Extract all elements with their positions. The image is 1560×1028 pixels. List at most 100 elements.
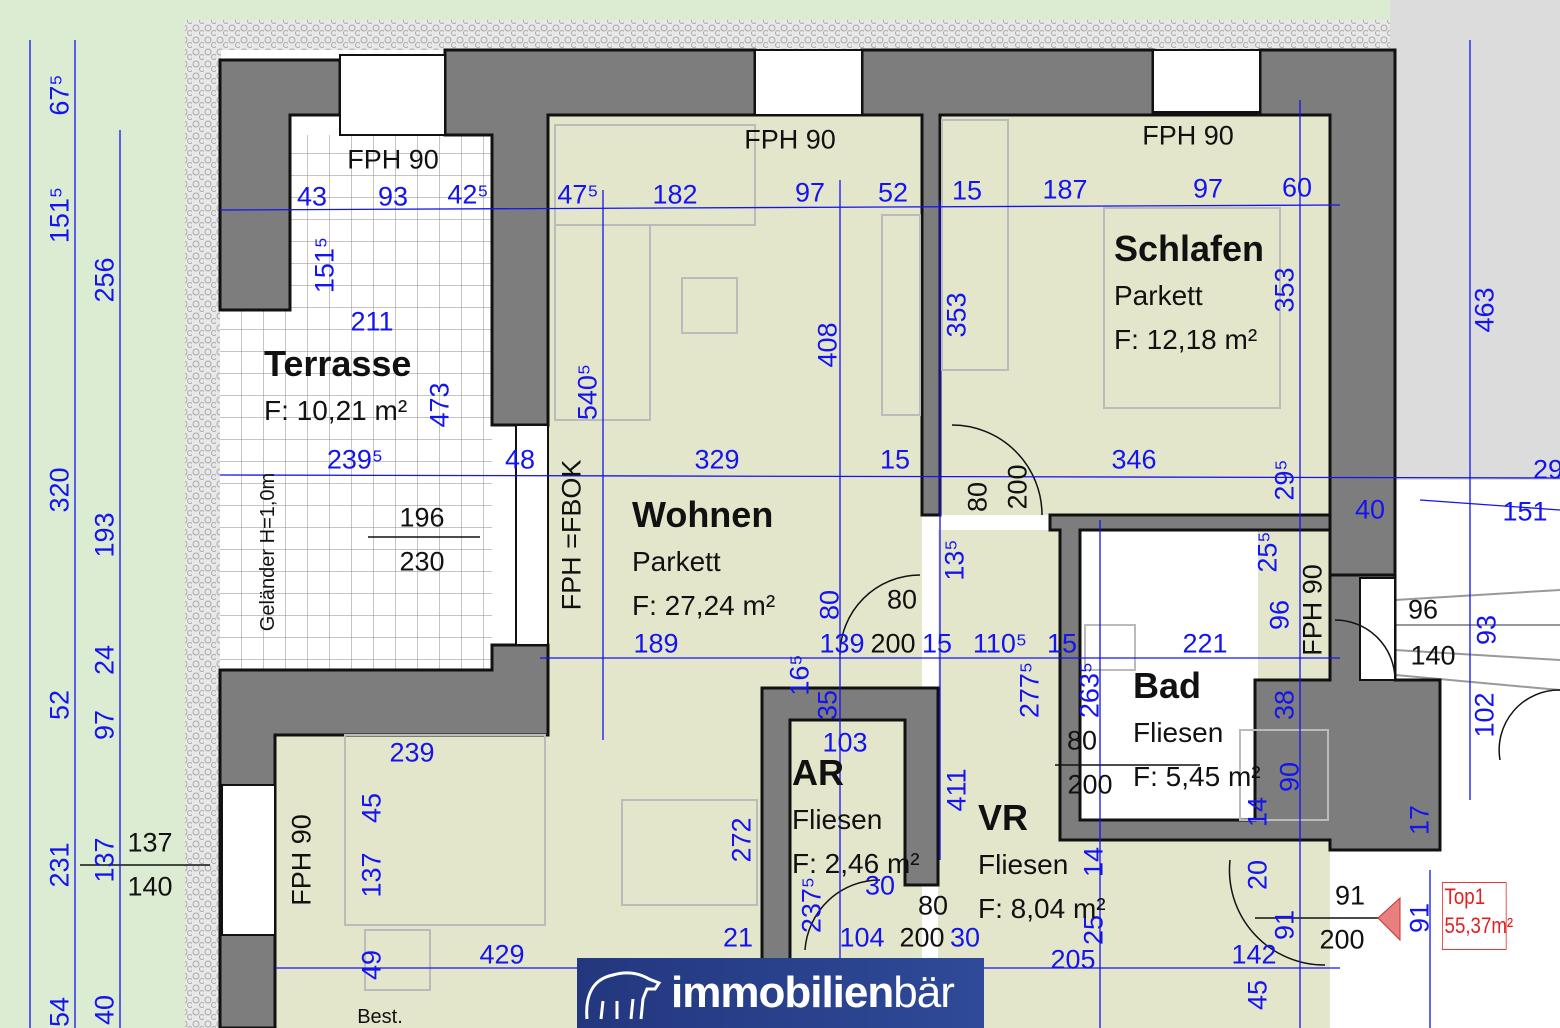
dimension-label: 151⁵	[44, 186, 75, 244]
room-area: F: 2,46 m²	[792, 848, 920, 879]
dimension-label: 239⁵	[326, 444, 384, 475]
dimension-label: 29⁵	[1269, 459, 1300, 501]
dimension-label: 540⁵	[572, 363, 603, 421]
dimension-label: 239	[389, 737, 435, 768]
dimension-label: 43	[296, 181, 328, 212]
dimension-label: 139	[819, 628, 865, 659]
room-floor: Fliesen	[1133, 717, 1224, 748]
dimension-label: 67⁵	[44, 74, 75, 116]
room-name: VR	[978, 797, 1029, 838]
plan-annotation: FPH 90	[1142, 120, 1234, 151]
dimension-label: 277⁵	[1014, 661, 1045, 719]
dimension-label: 17	[1404, 804, 1435, 836]
room-floor: Fliesen	[978, 849, 1069, 880]
dimension-label: 463	[1469, 287, 1500, 333]
dimension-label: 80	[814, 589, 845, 621]
dimension-label: 24	[89, 644, 120, 676]
dimension-label: 272	[726, 817, 757, 863]
dimension-label: 52	[44, 689, 75, 721]
dimension-label: 193	[89, 512, 120, 558]
dimension-label: 15	[1046, 628, 1078, 659]
room-area: F: 27,24 m²	[632, 590, 776, 621]
floor-terrasse	[290, 135, 492, 670]
floor-bad	[1080, 530, 1258, 820]
dimension-label: 221	[1182, 628, 1228, 659]
dimension-label: 102	[1469, 692, 1500, 738]
plan-annotation: FPH 90	[744, 124, 836, 155]
plan-annotation: Geländer H=1,0m	[257, 472, 279, 632]
window	[1152, 49, 1261, 113]
dimension-label: 182	[652, 179, 698, 210]
unit-name: Top1	[1444, 884, 1486, 909]
plan-annotation: 80	[1066, 725, 1098, 756]
plan-annotation: FPH 90	[286, 814, 317, 906]
dimension-label: 40	[89, 994, 120, 1026]
dimension-label: 25⁵	[1252, 531, 1283, 573]
room-area: F: 10,21 m²	[264, 395, 408, 426]
room-name: Wohnen	[632, 494, 774, 535]
dimension-label: 45	[1242, 979, 1273, 1011]
plan-annotation: 96	[1407, 594, 1439, 625]
dimension-label: 15	[921, 628, 953, 659]
dimension-label: 91	[1404, 902, 1435, 934]
dimension-label: 38	[1269, 689, 1300, 721]
terrace-door	[515, 424, 549, 646]
dimension-label: 35	[812, 689, 843, 721]
room-name: AR	[792, 752, 844, 793]
dimension-label: 29	[1532, 454, 1560, 485]
dimension-label: 20	[1242, 859, 1273, 891]
dimension-label: 408	[812, 322, 843, 368]
dimension-label: 45	[356, 792, 387, 824]
plan-annotation: 140	[1410, 640, 1456, 671]
room-wohnen: Wohnen Parkett F: 27,24 m²	[632, 494, 775, 634]
dimension-label: 137	[89, 837, 120, 883]
plan-annotation: 196	[399, 502, 445, 533]
logo-text-light: bär	[893, 968, 955, 1017]
dimension-label: 256	[89, 257, 120, 303]
dimension-label: 15	[879, 444, 911, 475]
room-floor: Fliesen	[792, 804, 883, 835]
dimension-label: 42⁵	[447, 179, 489, 210]
dimension-label: 411	[941, 768, 972, 812]
dimension-label: 189	[633, 628, 679, 659]
dimension-label: 48	[504, 444, 536, 475]
room-area: F: 12,18 m²	[1114, 324, 1258, 355]
room-area: F: 8,04 m²	[978, 893, 1106, 924]
plan-annotation: 230	[399, 546, 445, 577]
plan-annotation: Best.	[357, 1006, 403, 1028]
plan-annotation: FPH 90	[1297, 564, 1328, 656]
dimension-label: 97	[794, 177, 826, 208]
plan-annotation: 91	[1334, 880, 1366, 911]
dimension-label: 96	[1264, 599, 1295, 631]
plan-annotation: 200	[870, 628, 916, 659]
dimension-label: 110⁵	[972, 628, 1028, 659]
floor-kitchen	[275, 735, 548, 1028]
dimension-label: 13⁵	[939, 539, 970, 581]
window	[339, 54, 446, 136]
dimension-label: 103	[822, 727, 868, 758]
wall-bad	[1048, 513, 1442, 852]
dimension-label: 30	[864, 870, 896, 901]
room-vr: VR Fliesen F: 8,04 m²	[978, 797, 1106, 937]
dimension-label: 40	[1354, 494, 1386, 525]
brand-logo: immobilienbär	[577, 958, 984, 1028]
dimension-label: 151⁵	[309, 236, 340, 294]
dimension-label: 104	[839, 922, 885, 953]
plan-annotation: FPH =FBOK	[556, 459, 587, 611]
gravel-border	[185, 20, 1390, 50]
unit-area: 55,37m²	[1444, 912, 1514, 938]
dimension-label: 21	[722, 922, 754, 953]
floor-schlafen	[940, 115, 1330, 515]
room-terrasse: Terrasse F: 10,21 m²	[264, 343, 411, 439]
plan-annotation: 200	[1319, 924, 1365, 955]
dimension-label: 187	[1042, 174, 1088, 205]
dimension-label: 353	[941, 292, 972, 338]
room-area: F: 5,45 m²	[1133, 761, 1261, 792]
dimension-label: 473	[424, 382, 455, 428]
dimension-label: 54	[44, 996, 75, 1028]
plan-annotation: 80	[962, 481, 993, 513]
dimension-label: 30	[949, 922, 981, 953]
bathtub	[1239, 729, 1329, 821]
dining-table	[621, 799, 758, 906]
